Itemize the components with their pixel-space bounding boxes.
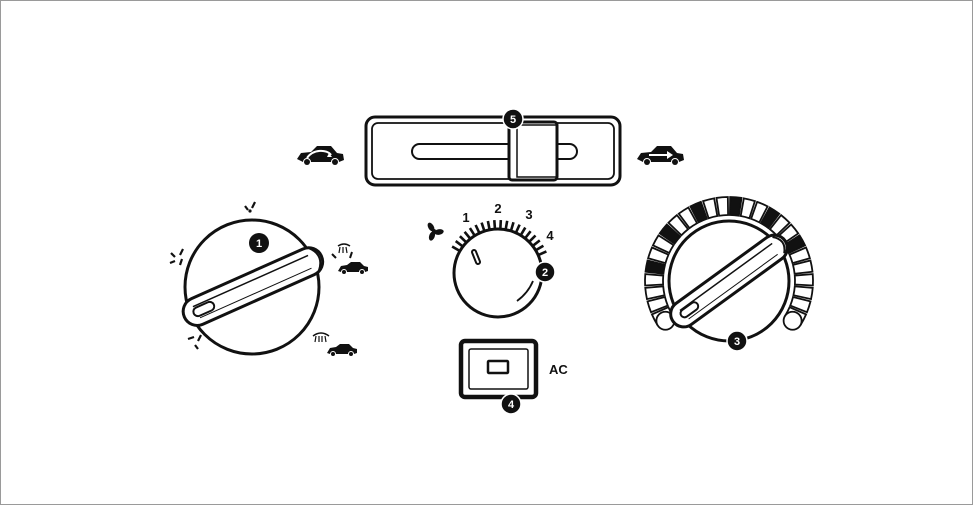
- fan-speed-label-1: 1: [462, 210, 469, 225]
- fresh-air-car-icon: [637, 146, 684, 165]
- face-feet-vent-icon: [170, 249, 183, 265]
- defrost-icon: [313, 333, 357, 356]
- callout-1: 1: [249, 233, 269, 253]
- callout-5: 5: [503, 109, 523, 129]
- ac-label: AC: [549, 362, 568, 377]
- temperature-scale-segment: [795, 274, 813, 285]
- air-intake-slider[interactable]: [366, 117, 620, 185]
- fan-speed-dial[interactable]: [452, 220, 546, 317]
- svg-text:1: 1: [256, 238, 262, 250]
- temperature-dial[interactable]: [645, 197, 813, 341]
- fan-speed-label-3: 3: [525, 207, 532, 222]
- ac-button[interactable]: [461, 341, 536, 397]
- fan-icon: [426, 221, 444, 241]
- feet-defrost-icon: [332, 244, 368, 274]
- callout-4: 4: [501, 394, 521, 414]
- temperature-scale-segment: [645, 274, 663, 285]
- slider-knob[interactable]: [509, 122, 557, 180]
- temperature-scale-segment: [730, 197, 742, 216]
- temperature-scale-segment: [716, 197, 728, 216]
- svg-text:4: 4: [508, 399, 515, 411]
- callout-3: 3: [727, 331, 747, 351]
- face-vent-icon: [245, 202, 255, 213]
- fan-speed-label-2: 2: [494, 201, 501, 216]
- fan-speed-label-4: 4: [546, 228, 554, 243]
- svg-text:5: 5: [510, 114, 516, 126]
- callout-2: 2: [535, 262, 555, 282]
- svg-text:2: 2: [542, 267, 548, 279]
- recirculation-car-icon: [297, 146, 344, 165]
- svg-text:3: 3: [734, 336, 740, 348]
- temperature-scale-end: [784, 312, 802, 330]
- feet-vent-icon: [188, 335, 201, 349]
